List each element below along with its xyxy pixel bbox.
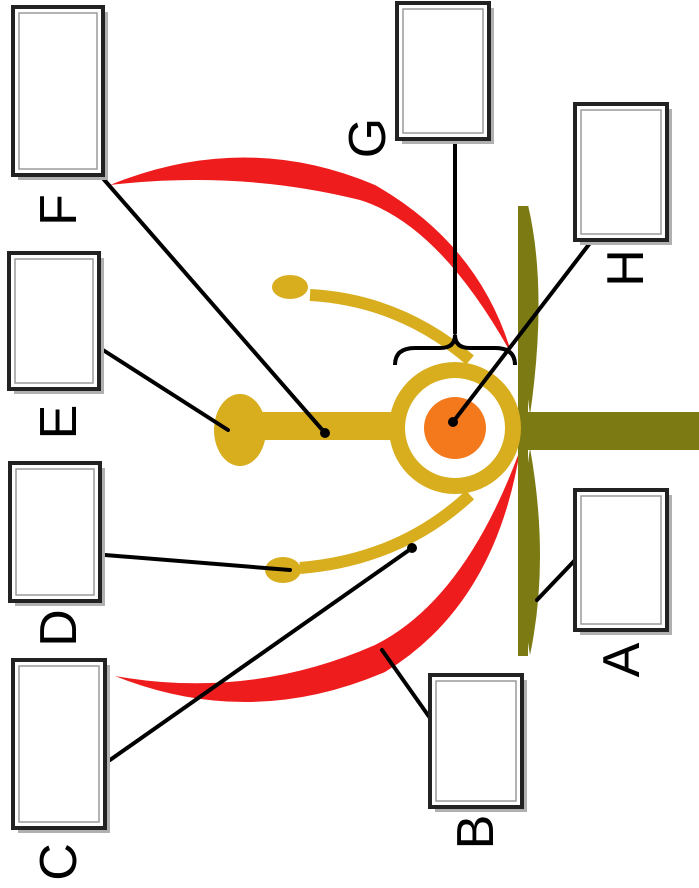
ovary [424, 397, 486, 459]
box-c[interactable] [13, 660, 105, 828]
label-d: D [30, 609, 88, 647]
leader-h-dot [448, 417, 458, 427]
label-g: G [339, 118, 397, 158]
box-d[interactable] [10, 463, 100, 601]
leader-f-dot [320, 428, 330, 438]
leader-d [105, 555, 290, 570]
label-h: H [597, 249, 655, 287]
anther-upper [272, 275, 308, 299]
box-g[interactable] [397, 3, 489, 139]
stamen-filament-lower [300, 495, 470, 568]
box-b[interactable] [430, 675, 522, 807]
box-f[interactable] [13, 7, 103, 175]
stamen-filament-upper [310, 295, 470, 360]
label-b: B [447, 815, 505, 850]
label-e: E [30, 405, 88, 440]
leader-a [537, 558, 577, 600]
box-h[interactable] [575, 104, 667, 240]
leader-c-dot [407, 543, 417, 553]
label-f: F [30, 194, 88, 226]
flower-stalk [526, 412, 699, 450]
leader-b [382, 650, 430, 718]
stigma [214, 394, 266, 466]
box-e[interactable] [9, 253, 99, 389]
label-a: A [593, 642, 651, 677]
label-c: C [30, 843, 88, 881]
leader-e [103, 350, 228, 430]
box-a[interactable] [575, 490, 667, 630]
leader-f [100, 175, 325, 433]
